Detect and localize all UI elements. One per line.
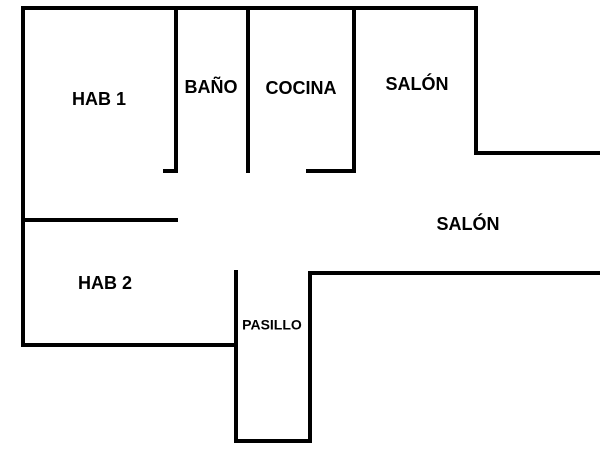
room-label-bano: BAÑO [185, 76, 238, 97]
room-label-salon-upper: SALÓN [386, 73, 449, 94]
room-label-cocina: COCINA [266, 78, 337, 98]
wall-cocina-salon [306, 6, 356, 173]
outer-wall-south-east [234, 270, 600, 443]
room-label-salon-main: SALÓN [437, 213, 500, 234]
wall-hab1-bano [163, 6, 178, 173]
room-label-hab2: HAB 2 [78, 273, 132, 293]
room-label-pasillo: PASILLO [242, 317, 302, 333]
room-label-hab1: HAB 1 [72, 89, 126, 109]
